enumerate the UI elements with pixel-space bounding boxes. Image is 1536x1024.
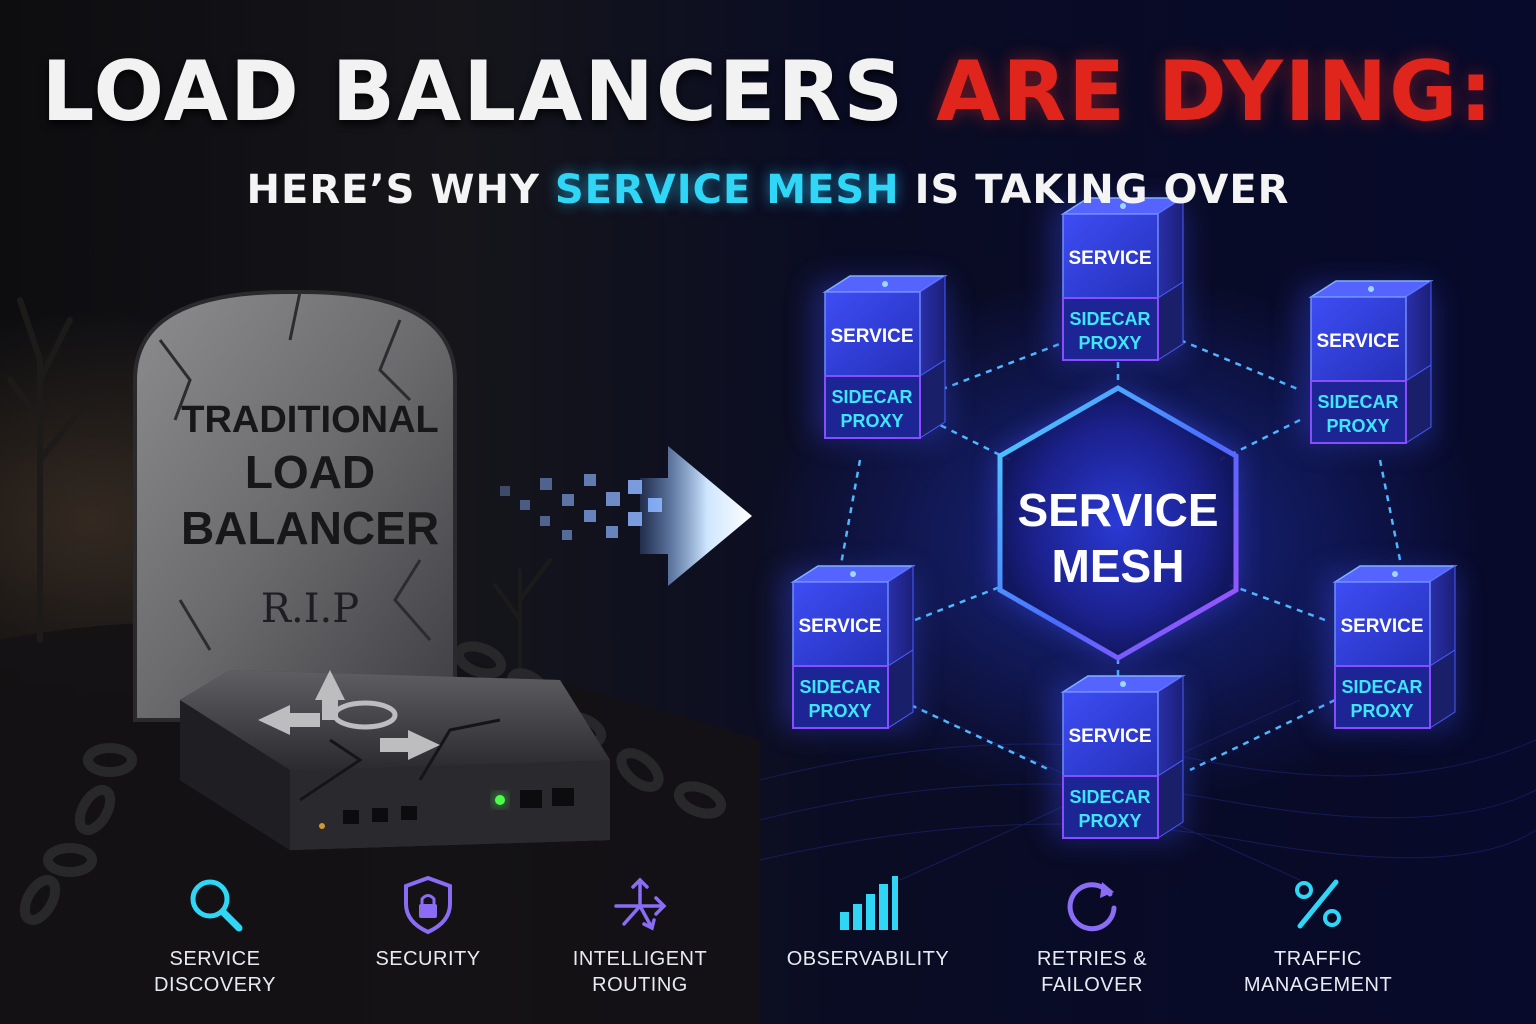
feature-intelligent-routing: INTELLIGENT ROUTING (530, 872, 750, 998)
node-service-label: SERVICE (1068, 726, 1151, 747)
bar-chart-icon (840, 876, 898, 930)
tombstone-line3: BALANCER (181, 502, 439, 554)
routing-icon (614, 877, 667, 931)
node-service-label: SERVICE (1340, 616, 1423, 637)
node-indicator-dot (850, 571, 856, 577)
mesh-core-hexagon (997, 385, 1239, 661)
feature-traffic-management: TRAFFIC MANAGEMENT (1208, 872, 1428, 998)
percent-icon (1295, 879, 1341, 929)
mesh-node: SERVICE SIDECAR PROXY (1050, 197, 1186, 362)
node-proxy-label-line2: PROXY (808, 701, 871, 721)
node-indicator-dot (1120, 203, 1126, 209)
node-indicator-dot (1368, 286, 1374, 292)
device-ports (319, 788, 574, 829)
feature-label-line1: RETRIES & (1036, 948, 1148, 970)
dead-tree-left (7, 297, 552, 682)
node-proxy-label-line1: SIDECAR (1069, 309, 1150, 329)
search-icon (190, 879, 243, 932)
tombstone-epitaph: R.I.P (261, 586, 359, 632)
subheadline-cyan: SERVICE MESH (554, 167, 900, 213)
feature-label-line1: TRAFFIC (1274, 948, 1362, 970)
shield-lock-icon (404, 875, 452, 935)
feature-label-line2: ROUTING (592, 974, 688, 996)
feature-label-line1: OBSERVABILITY (786, 948, 950, 970)
node-proxy-label-line2: PROXY (1350, 701, 1413, 721)
retry-icon (1067, 882, 1117, 932)
node-proxy-label-line1: SIDECAR (1341, 677, 1422, 697)
mesh-core-label-line1: SERVICE (1017, 484, 1218, 536)
feature-service-discovery: SERVICE DISCOVERY (105, 872, 325, 998)
tombstone: TRADITIONAL LOAD BALANCER R.I.P (133, 289, 457, 722)
node-indicator-dot (1120, 681, 1126, 687)
mesh-node: SERVICE SIDECAR PROXY (1322, 565, 1458, 730)
subheadline: HERE’S WHY SERVICE MESH IS TAKING OVER (0, 165, 1536, 215)
node-proxy-label-line1: SIDECAR (831, 387, 912, 407)
node-proxy-label-line2: PROXY (1078, 811, 1141, 831)
subheadline-white-1: HERE’S WHY (246, 167, 555, 213)
tombstone-line1: TRADITIONAL (181, 399, 439, 441)
mesh-node: SERVICE SIDECAR PROXY (1050, 675, 1186, 840)
feature-label-line1: SECURITY (375, 948, 481, 970)
mesh-node: SERVICE SIDECAR PROXY (1298, 280, 1434, 445)
mesh-nodes: SERVICESIDECARPROXYSERVICESIDECARPROXYSE… (780, 197, 1458, 840)
mesh-core-label-line2: MESH (1052, 540, 1185, 592)
subheadline-white-2: IS TAKING OVER (899, 167, 1290, 213)
headline-white: LOAD BALANCERS (41, 43, 937, 140)
node-service-label: SERVICE (1068, 248, 1151, 269)
node-proxy-label-line2: PROXY (1326, 416, 1389, 436)
tombstone-line2: LOAD (245, 446, 375, 498)
mesh-node: SERVICE SIDECAR PROXY (812, 275, 948, 440)
node-proxy-label-line2: PROXY (840, 411, 903, 431)
node-proxy-label-line1: SIDECAR (1069, 787, 1150, 807)
feature-label-line2: DISCOVERY (154, 974, 276, 996)
feature-security: SECURITY (318, 872, 538, 972)
feature-observability: OBSERVABILITY (758, 872, 978, 972)
pixel-dissolve-trail (500, 474, 662, 540)
node-proxy-label-line2: PROXY (1078, 333, 1141, 353)
status-led-green (495, 795, 505, 805)
headline-red: ARE DYING: (936, 43, 1495, 140)
node-service-label: SERVICE (798, 616, 881, 637)
arrow-right-icon (640, 446, 752, 586)
node-proxy-label-line1: SIDECAR (799, 677, 880, 697)
node-proxy-label-line1: SIDECAR (1317, 392, 1398, 412)
node-indicator-dot (882, 281, 888, 287)
headline: LOAD BALANCERS ARE DYING: (0, 42, 1536, 142)
feature-label-line1: SERVICE (169, 948, 261, 970)
feature-retries-failover: RETRIES & FAILOVER (982, 872, 1202, 998)
feature-label-line1: INTELLIGENT (572, 948, 708, 970)
node-service-label: SERVICE (830, 326, 913, 347)
node-service-label: SERVICE (1316, 331, 1399, 352)
feature-label-line2: MANAGEMENT (1243, 974, 1393, 996)
routing-arrows-icon (258, 670, 440, 760)
node-indicator-dot (1392, 571, 1398, 577)
mesh-node: SERVICE SIDECAR PROXY (780, 565, 916, 730)
feature-label-line2: FAILOVER (1041, 974, 1143, 996)
load-balancer-device (180, 670, 610, 850)
